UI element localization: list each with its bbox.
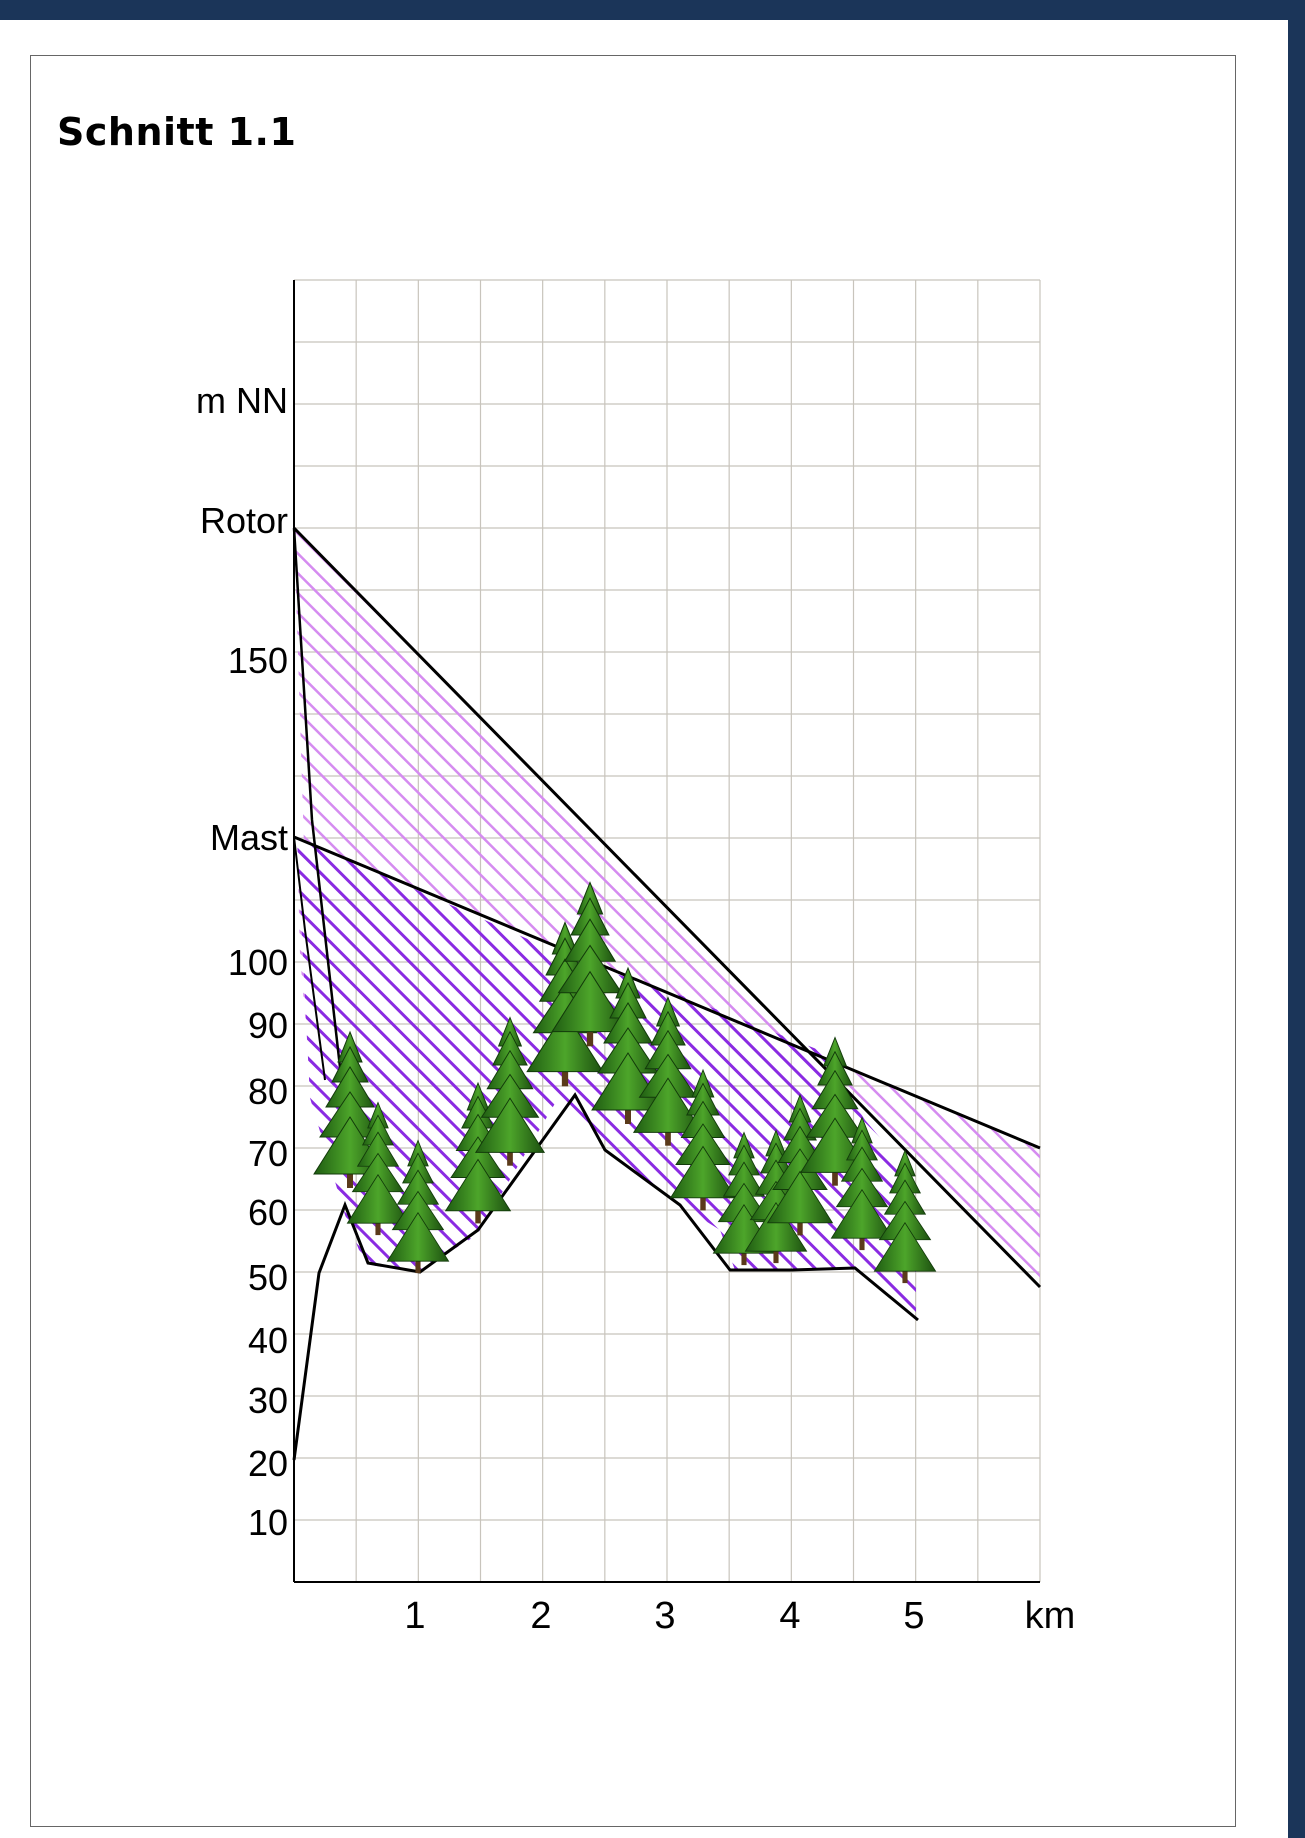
x-tick-5: 5 [903,1595,924,1637]
y-tick-30: 30 [248,1380,288,1421]
right-frame-band [1288,0,1305,1838]
y-axis-unit-label: m NN [196,380,288,421]
mast-sight-line [293,835,1041,1150]
mast-left-edge [293,836,326,1081]
x-tick-2: 2 [530,1595,551,1637]
y-marker-rotor: Rotor [200,500,288,541]
y-tick-150: 150 [228,640,288,681]
x-tick-3: 3 [654,1595,675,1637]
y-tick-50: 50 [248,1257,288,1298]
y-tick-60: 60 [248,1192,288,1233]
y-tick-80: 80 [248,1071,288,1112]
top-frame-band [0,0,1305,20]
sheet-border [30,55,1236,1827]
mast-zone-dark-hatch [297,837,916,1318]
y-tick-100: 100 [228,942,288,983]
x-tick-4: 4 [779,1595,800,1637]
y-tick-70: 70 [248,1133,288,1174]
y-tick-90: 90 [248,1005,288,1046]
terrain-profile-line [292,1092,919,1461]
y-tick-20: 20 [248,1443,288,1484]
y-marker-mast: Mast [210,817,288,858]
page-title: Schnitt 1.1 [57,110,297,154]
y-tick-10: 10 [248,1502,288,1543]
rotor-left-edge [292,527,344,1086]
rotor-sight-line [292,526,1042,1289]
y-tick-40: 40 [248,1320,288,1361]
x-axis-unit-label: km [1025,1595,1076,1637]
x-tick-1: 1 [404,1595,425,1637]
